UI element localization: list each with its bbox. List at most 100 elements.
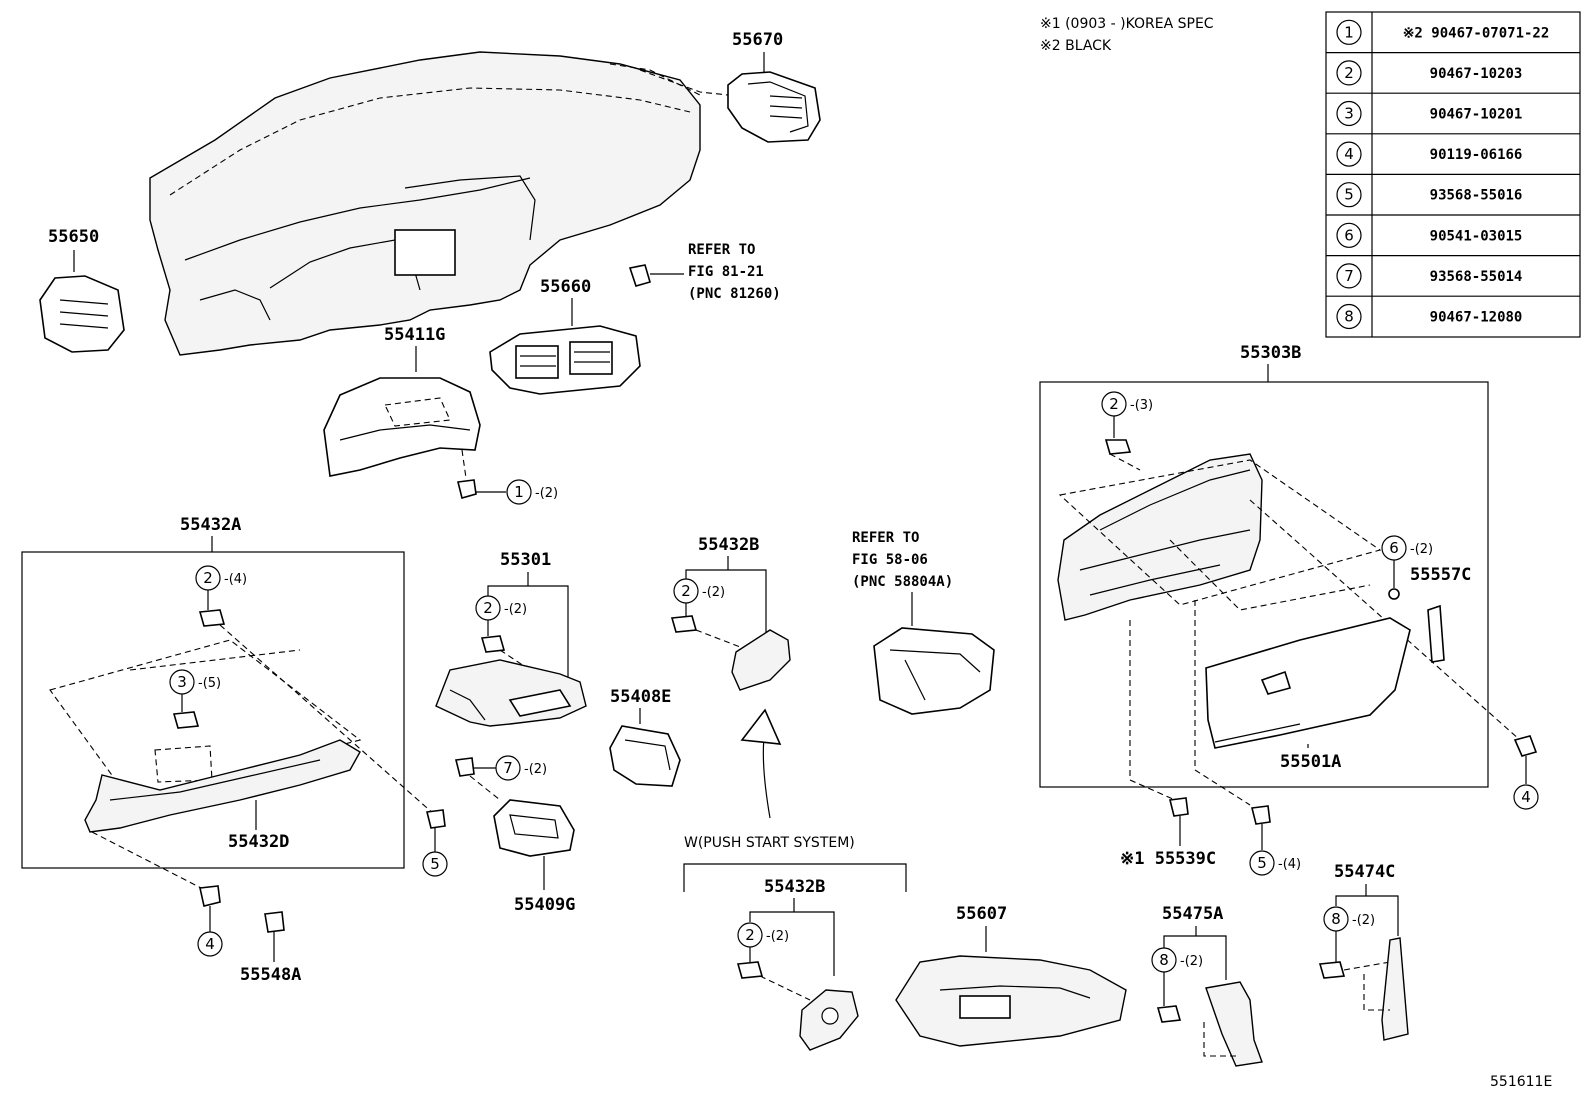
svg-text:-(2): -(2) — [504, 602, 527, 617]
table-callout-circle — [1336, 141, 1362, 167]
svg-text:2: 2 — [681, 582, 691, 600]
part-label-55474C: 55474C — [1334, 862, 1395, 882]
up-arrow-icon — [740, 708, 782, 819]
part-label-55650: 55650 — [48, 227, 99, 247]
bezel-55301 — [435, 659, 587, 727]
part-label-55660: 55660 — [540, 277, 591, 297]
callout-2-55432B-top: 2 -(2) — [673, 578, 725, 604]
svg-text:4: 4 — [1521, 788, 1531, 806]
refer-note-fig-81-21: REFER TO FIG 81-21 (PNC 81260) — [688, 242, 781, 302]
part-label-55501A: 55501A — [1280, 752, 1341, 772]
table-part-number: 90541-03015 — [1430, 228, 1523, 244]
svg-text:6: 6 — [1389, 539, 1399, 557]
table-callout-circle — [1336, 303, 1362, 330]
table-callout-number: 3 — [1344, 105, 1354, 123]
part-label-55409G: 55409G — [514, 895, 575, 915]
svg-text:2: 2 — [745, 926, 755, 944]
svg-text:REFER TO: REFER TO — [852, 530, 919, 546]
callout-4-right: 4 — [1513, 784, 1539, 810]
table-row: 4 90119-06166 — [1336, 141, 1523, 167]
table-row: 3 90467-10201 — [1336, 100, 1523, 127]
svg-text:-(3): -(3) — [1130, 398, 1153, 413]
part-label-55557C: 55557C — [1410, 565, 1471, 585]
svg-text:-(4): -(4) — [224, 572, 247, 587]
part-label-55432D: 55432D — [228, 832, 289, 852]
svg-text:(PNC 58804A): (PNC 58804A) — [852, 574, 953, 590]
svg-text:-(4): -(4) — [1278, 857, 1301, 872]
svg-text:-(2): -(2) — [535, 486, 558, 501]
table-part-number: 90467-10201 — [1430, 107, 1523, 123]
part-label-55411G: 55411G — [384, 325, 445, 345]
damper-55557C — [1427, 604, 1445, 663]
callout-7: 7 -(2) — [495, 755, 547, 781]
module-58804A — [873, 627, 995, 715]
refer-note-fig-58-06: REFER TO FIG 58-06 (PNC 58804A) — [852, 530, 953, 590]
callout-2-glovebox: 2 -(3) — [1101, 391, 1153, 417]
callout-2-lower-panel: 2 -(4) — [195, 565, 247, 591]
instrument-panel-illustration — [149, 51, 701, 356]
table-callout-number: 4 — [1344, 145, 1354, 163]
svg-text:3: 3 — [177, 673, 187, 691]
callout-2-push-start: 2 -(2) — [737, 922, 789, 948]
svg-text:FIG 81-21: FIG 81-21 — [688, 264, 764, 280]
table-callout-number: 7 — [1344, 267, 1354, 285]
part-label-55607: 55607 — [956, 904, 1007, 924]
table-part-number: 90467-10203 — [1430, 66, 1523, 82]
table-callout-number: 5 — [1344, 186, 1354, 204]
callout-4-left: 4 — [197, 931, 223, 957]
part-label-55301: 55301 — [500, 550, 551, 570]
part-label-55432B-top: 55432B — [698, 535, 759, 555]
table-callout-circle — [1336, 100, 1362, 127]
svg-text:7: 7 — [503, 759, 513, 777]
part-label-55432A: 55432A — [180, 515, 241, 535]
svg-text:8: 8 — [1331, 910, 1341, 928]
glove-box-housing — [1057, 453, 1263, 621]
svg-text:1: 1 — [514, 483, 524, 501]
table-callout-circle — [1336, 19, 1362, 45]
svg-text:2: 2 — [483, 599, 493, 617]
part-label-55303B: 55303B — [1240, 343, 1301, 363]
side-vent-55670 — [727, 71, 821, 143]
part-label-55408E: 55408E — [610, 687, 671, 707]
lower-panel-assembly-frame — [21, 551, 405, 869]
svg-text:-(5): -(5) — [198, 676, 221, 691]
push-start-caption: W(PUSH START SYSTEM) — [684, 835, 855, 851]
svg-text:2: 2 — [1109, 395, 1119, 413]
table-row: 7 93568-55014 — [1336, 263, 1523, 289]
table-callout-number: 8 — [1344, 308, 1354, 326]
table-callout-circle — [1336, 60, 1362, 86]
trim-55432B-top — [731, 629, 791, 691]
table-part-number: 90119-06166 — [1430, 147, 1523, 163]
table-row: 1※2 90467-07071-22 — [1336, 19, 1549, 45]
callout-1: 1 -(2) — [506, 479, 558, 505]
table-part-number: 93568-55014 — [1430, 269, 1523, 285]
note-black: ※2 BLACK — [1040, 38, 1112, 54]
svg-text:-(2): -(2) — [766, 929, 789, 944]
table-callout-circle — [1336, 222, 1362, 248]
svg-text:4: 4 — [205, 935, 215, 953]
figure-code: 551611E — [1490, 1074, 1552, 1090]
svg-text:2: 2 — [203, 569, 213, 587]
callout-8-55474C: 8 -(2) — [1323, 906, 1375, 932]
glove-box-assembly-frame — [1039, 381, 1489, 788]
part-label-55475A: 55475A — [1162, 904, 1223, 924]
svg-text:-(2): -(2) — [524, 762, 547, 777]
table-callout-number: 1 — [1344, 23, 1354, 41]
part-label-55539C: ※1 55539C — [1120, 849, 1216, 869]
callout-3: 3 -(5) — [169, 669, 221, 695]
switch-trim-55432B — [799, 989, 859, 1051]
svg-text:-(2): -(2) — [1180, 954, 1203, 969]
center-vent-55660 — [489, 325, 641, 395]
pocket-55409G — [493, 799, 575, 857]
svg-text:-(2): -(2) — [702, 585, 725, 600]
side-vent-55650 — [39, 275, 125, 353]
scuff-plate-55474C — [1381, 937, 1409, 1041]
svg-text:5: 5 — [1257, 854, 1267, 872]
svg-text:(PNC 81260): (PNC 81260) — [688, 286, 781, 302]
callout-5-glovebox: 5 -(4) — [1249, 850, 1301, 876]
